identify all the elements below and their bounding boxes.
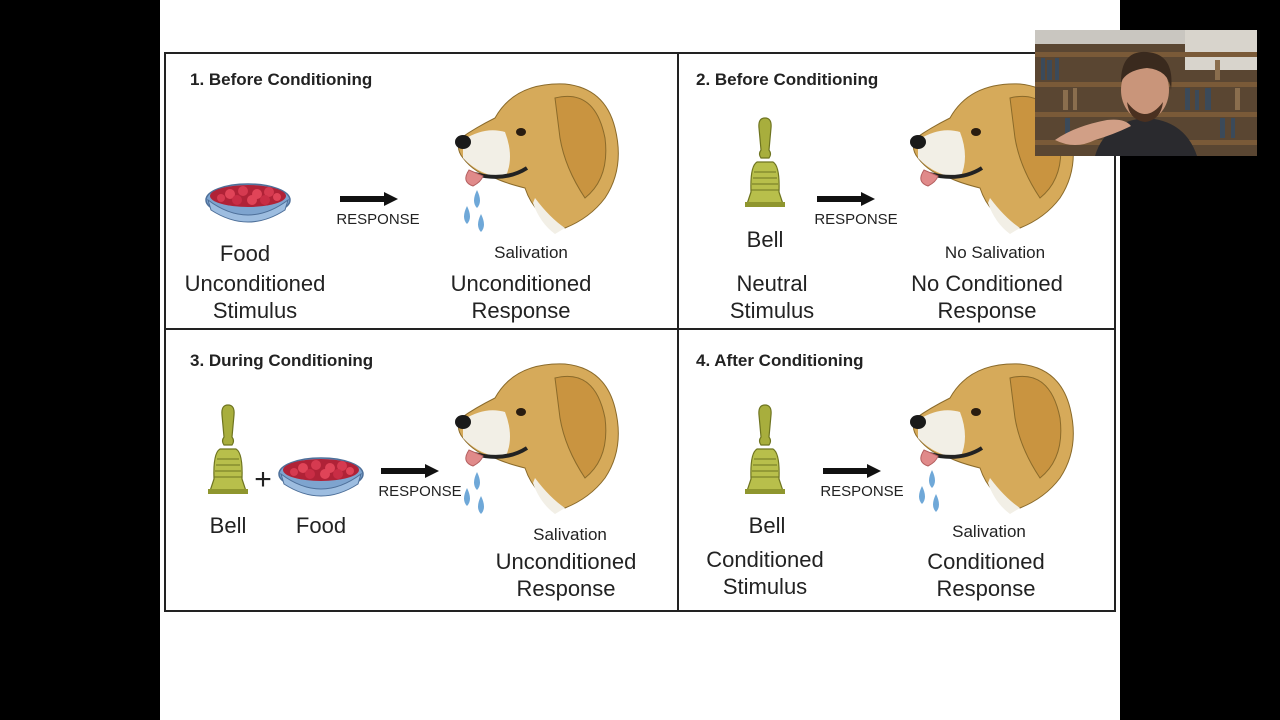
panel-2-stimulus-type-line1: Neutral (736, 271, 808, 296)
panel-4-stimulus-name: Bell (748, 513, 786, 538)
drool-drops-icon (464, 472, 484, 514)
panel-4-dog-state: Salivation (952, 522, 1026, 541)
panel-1-dog-state: Salivation (494, 243, 568, 262)
panel-4-title: 4. After Conditioning (696, 351, 864, 370)
drool-drops-icon (919, 470, 939, 512)
arrow-right-icon (823, 464, 881, 478)
arrow-right-icon (381, 464, 439, 478)
panel-2-response-type-line2: Response (937, 298, 1037, 323)
divider-horizontal (164, 328, 1116, 330)
food-bowl-icon (205, 183, 291, 223)
panel-3-title: 3. During Conditioning (190, 351, 374, 370)
panel-4-stimulus-type-line2: Stimulus (722, 574, 808, 599)
panel-2-dog-state: No Salivation (944, 243, 1046, 262)
panel-4-response-type-line1: Conditioned (927, 549, 1045, 574)
panel-4-stimulus-type-line1: Conditioned (706, 547, 824, 572)
panel-1-response-type-line1: Unconditioned (450, 271, 592, 296)
panel-2-stimulus-type-line2: Stimulus (729, 298, 815, 323)
panel-1-stimulus-type-line1: Unconditioned (184, 271, 326, 296)
bell-icon (745, 404, 785, 495)
panel-1-response-label: RESPONSE (336, 211, 420, 228)
panel-3-response-type-line2: Response (516, 576, 616, 601)
arrow-right-icon (817, 192, 875, 206)
food-bowl-icon (278, 457, 364, 497)
panel-1-stimulus-type-line2: Stimulus (212, 298, 298, 323)
bell-icon (745, 117, 785, 208)
panel-1-response-type-line2: Response (471, 298, 571, 323)
bell-icon (208, 404, 248, 495)
panel-4-response-label: RESPONSE (820, 483, 904, 500)
panel-1-stimulus-name: Food (219, 241, 271, 266)
panel-3-response-type-line1: Unconditioned (495, 549, 637, 574)
divider-vertical (677, 52, 679, 612)
panel-3-stimulus-name-food: Food (295, 513, 347, 538)
plus-sign: + (254, 463, 272, 496)
panel-3-dog-state: Salivation (533, 525, 607, 544)
webcam-feed (1035, 30, 1257, 156)
panel-2-response-type-line1: No Conditioned (911, 271, 1063, 296)
drool-drops-icon (464, 190, 484, 232)
panel-3-response-label: RESPONSE (378, 483, 462, 500)
panel-1-title: 1. Before Conditioning (190, 70, 373, 89)
panel-2-title: 2. Before Conditioning (696, 70, 879, 89)
arrow-right-icon (340, 192, 398, 206)
panel-2-stimulus-name: Bell (746, 227, 784, 252)
panel-3-stimulus-name-bell: Bell (209, 513, 247, 538)
panel-4-response-type-line2: Response (936, 576, 1036, 601)
panel-2-response-label: RESPONSE (814, 211, 898, 228)
